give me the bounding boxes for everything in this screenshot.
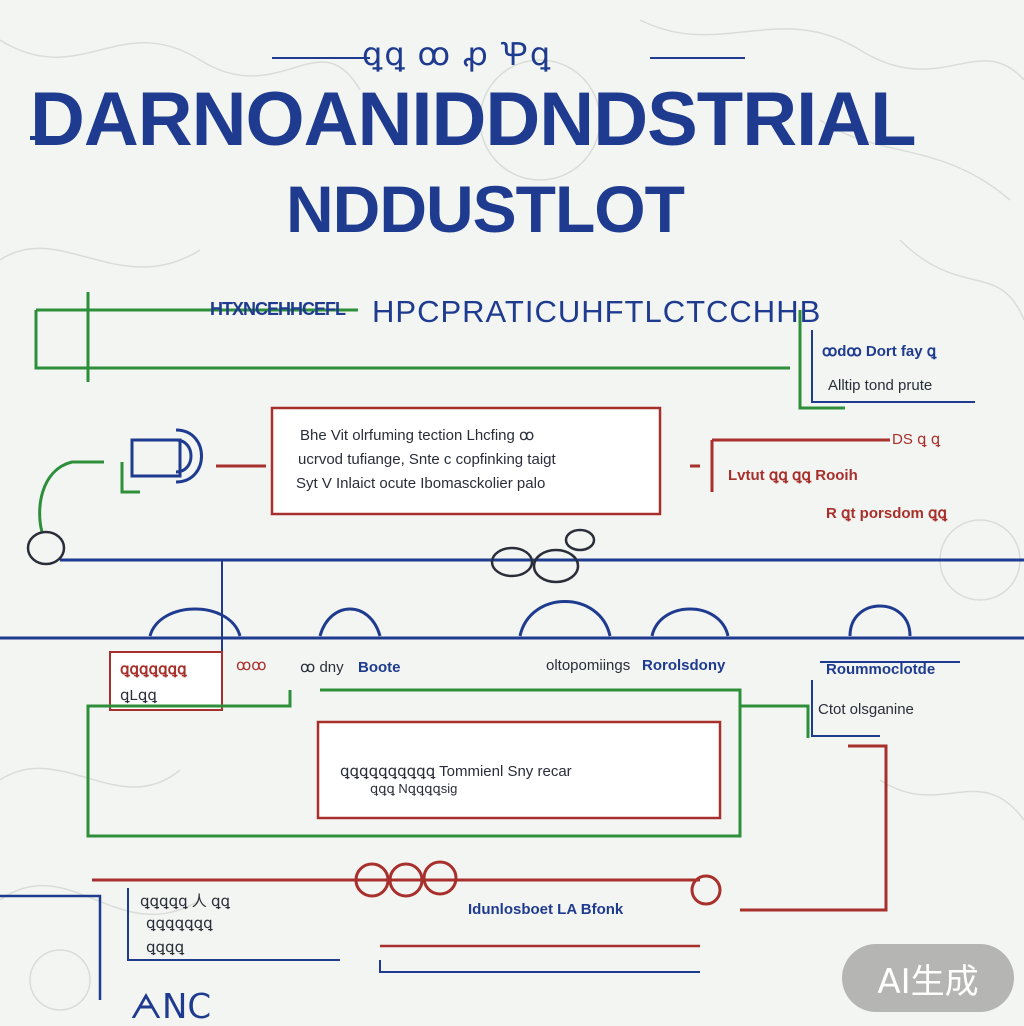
bottom-letters: ᗅꓠꓚ	[130, 988, 212, 1026]
bottom-blue-outline	[379, 960, 700, 973]
right-mid-bracket	[690, 438, 890, 492]
green-loop	[86, 688, 742, 838]
cluster-icon	[490, 528, 596, 584]
left-row-box	[109, 651, 223, 711]
header-main-label: HPCPRATICUHFTLCTCCHHB	[372, 294, 822, 329]
right-row-label-1: Roummoclotde	[826, 661, 936, 678]
right-row-label-2: Ctot olsganine	[818, 701, 914, 718]
left-box-label-1: ꝗꝗꝗꝗꝗꝗꝗ	[120, 661, 187, 678]
lower-box	[316, 720, 722, 820]
lower-box-line-2: ꝗꝗꝗ Nꝗꝗꝗꝗsig	[370, 781, 458, 796]
lower-box-line-1: ꝗꝗꝗꝗꝗꝗꝗꝗꝗꝗ Tommienl Sny recar	[340, 763, 572, 780]
bottom-left-line-2: ꝗꝗꝗꝗꝗꝗꝗ	[146, 915, 213, 932]
bottom-left-line-3: ꝗꝗꝗꝗ	[146, 939, 185, 956]
projector-icon	[130, 428, 203, 484]
projector-cable	[38, 460, 140, 533]
title-kicker: ꝗꝗ ꝏ ꝓ Ꝕꝗ	[362, 36, 553, 72]
mid-label-3: Boote	[358, 659, 401, 676]
bottom-left-line-1: ꝗꝗꝗꝗꝗ 人 ꝗꝗ	[140, 893, 230, 910]
top-right-bracket	[798, 310, 845, 410]
right-row-box	[811, 661, 960, 737]
top-right-line-2: Alltip tond prute	[828, 377, 933, 394]
green-right-link	[740, 704, 810, 738]
center-box-line-1: Bhe Vit olrfuming tection Lhcfing ꝏ	[300, 427, 535, 444]
right-red-drop	[740, 744, 888, 912]
bottom-left-stub	[0, 894, 102, 1000]
left-box-label-2: ꝗLꝗꝗ	[120, 687, 157, 704]
background-sketch	[0, 19, 1024, 1011]
bottom-left-box	[127, 888, 340, 961]
right-mid-line-1: DS ꝗ ꝗ	[892, 431, 941, 448]
header-left-label: HTXNCEHHCEFL	[210, 299, 346, 319]
mid-label-2: ꝏ dny	[300, 659, 344, 676]
dome-icons	[148, 600, 912, 637]
ai-generated-badge: AI生成	[842, 944, 1014, 1012]
green-header-frame	[34, 308, 790, 370]
page-title-line-2: NDDUSTLOT	[286, 172, 685, 246]
top-right-line-1: ꝏdꝏ Dort fay ꝗ	[822, 343, 937, 360]
center-box-line-2: ucrvod tufiange, Snte c copfinking taigt	[298, 451, 556, 468]
bottom-center-label: Idunlosboet LA Bfonk	[468, 901, 624, 918]
bottom-cloud-icons	[354, 860, 722, 906]
left-cluster-icon	[26, 530, 66, 566]
center-row-label: oltopomiings	[546, 657, 631, 674]
center-row-label-blue: Rorolsdony	[642, 657, 726, 674]
center-box-line-3: Syt V Inlaict ocute Ibomasckolier palo	[296, 475, 546, 492]
mid-label-1: ꝏꝏ	[236, 657, 267, 674]
right-mid-line-3: R ꝗt porsdom ꝗꝗ	[826, 505, 948, 522]
center-box	[270, 406, 662, 516]
right-mid-line-2: Lvtut ꝗꝗ ꝗꝗ Rooih	[728, 467, 858, 484]
page-title-line-1: DARNOANIDDNDSTRIAL	[30, 77, 917, 162]
top-right-outline	[811, 330, 975, 403]
